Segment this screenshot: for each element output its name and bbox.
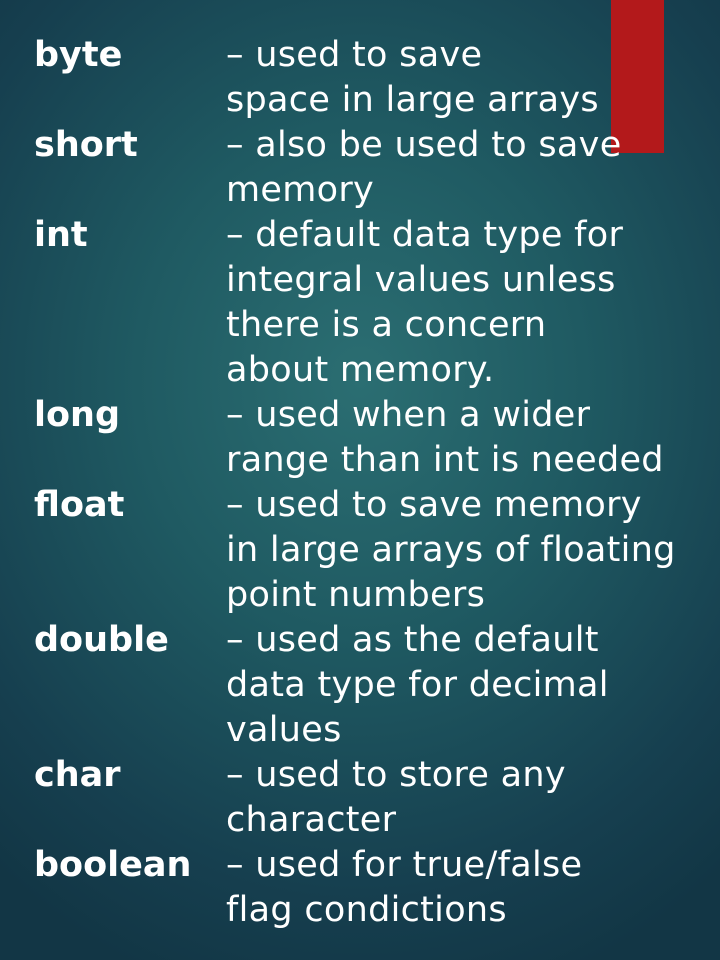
description-char: – used to store any character [226, 753, 714, 843]
description-long: – used when a wider range than int is ne… [226, 393, 714, 483]
list-item-long: long – used when a wider range than int … [34, 393, 714, 483]
description-float: – used to save memory in large arrays of… [226, 483, 714, 618]
description-line: integral values unless [226, 260, 616, 300]
description-short: – also be used to save memory [226, 123, 714, 213]
description-line: – default data type for [226, 215, 624, 255]
list-item-byte: byte – used to save space in large array… [34, 33, 714, 123]
description-line: – used when a wider [226, 395, 591, 435]
term-boolean: boolean [34, 845, 192, 885]
description-line: flag condictions [226, 890, 507, 930]
description-line: about memory. [226, 350, 495, 390]
description-line: – used to store any [226, 755, 566, 795]
description-line: data type for decimal [226, 665, 609, 705]
description-byte: – used to save space in large arrays [226, 33, 714, 123]
description-line: – used to save [226, 35, 483, 75]
description-double: – used as the default data type for deci… [226, 618, 714, 753]
description-boolean: – used for true/false flag condictions [226, 843, 714, 933]
term-byte: byte [34, 35, 123, 75]
description-line: character [226, 800, 397, 840]
description-line: – used to save memory [226, 485, 642, 525]
description-int: – default data type for integral values … [226, 213, 714, 393]
description-line: values [226, 710, 342, 750]
description-line: space in large arrays [226, 80, 599, 120]
list-item-boolean: boolean – used for true/false flag condi… [34, 843, 714, 933]
description-line: memory [226, 170, 375, 210]
description-line: – used for true/false [226, 845, 583, 885]
red-accent-bar [611, 0, 664, 153]
description-line: – used as the default [226, 620, 599, 660]
description-line: in large arrays of floating [226, 530, 676, 570]
description-line: range than int is needed [226, 440, 664, 480]
list-item-short: short – also be used to save memory [34, 123, 714, 213]
description-line: point numbers [226, 575, 486, 615]
list-item-int: int – default data type for integral val… [34, 213, 714, 393]
term-double: double [34, 620, 169, 660]
list-item-double: double – used as the default data type f… [34, 618, 714, 753]
description-line: – also be used to save [226, 125, 622, 165]
term-char: char [34, 755, 121, 795]
list-item-float: float – used to save memory in large arr… [34, 483, 714, 618]
term-int: int [34, 215, 88, 255]
term-float: float [34, 485, 125, 525]
description-line: there is a concern [226, 305, 547, 345]
term-short: short [34, 125, 138, 165]
term-long: long [34, 395, 121, 435]
data-type-list: byte – used to save space in large array… [34, 33, 714, 933]
list-item-char: char – used to store any character [34, 753, 714, 843]
